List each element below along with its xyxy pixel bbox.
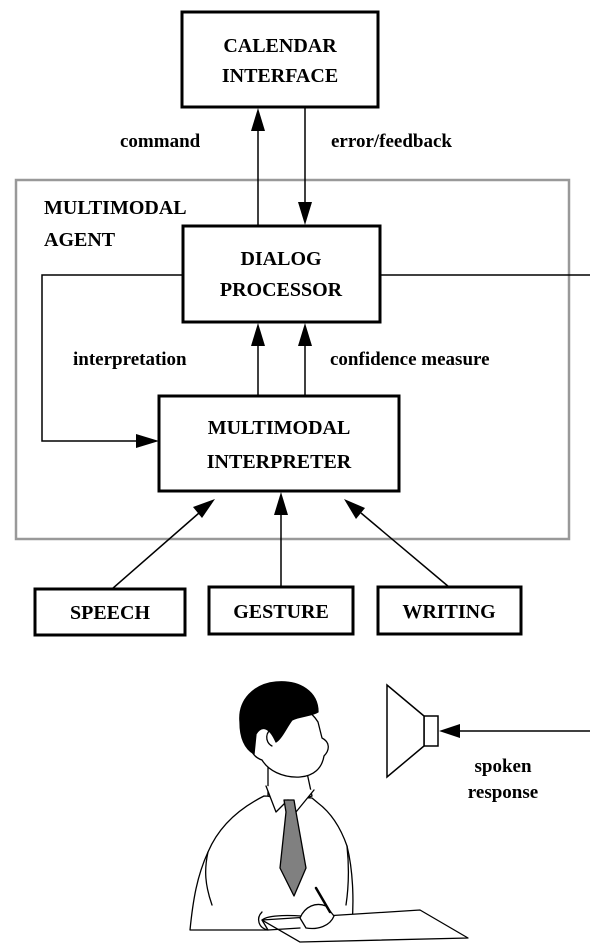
- speaker-icon: [386, 683, 439, 779]
- interpretation-arrow-head: [251, 323, 265, 346]
- writing-arrow-head: [344, 499, 365, 519]
- speech-box: [33, 587, 187, 637]
- feedback-label: error/feedback: [331, 131, 452, 152]
- interpreter-label-line1: MULTIMODAL: [208, 417, 351, 439]
- gesture-arrow-head: [274, 492, 288, 515]
- dialog-label-line2: PROCESSOR: [220, 279, 343, 301]
- writing-box: [376, 585, 523, 636]
- interpretation-label: interpretation: [73, 349, 187, 370]
- hair: [239, 681, 319, 755]
- command-arrow-head: [251, 108, 265, 131]
- feedback-arrow-head: [298, 202, 312, 225]
- multimodal-interpreter-box: [157, 394, 401, 493]
- writing-label: WRITING: [402, 601, 496, 623]
- agent-label-line2: AGENT: [44, 229, 116, 251]
- gesture-label: GESTURE: [233, 601, 329, 623]
- spoken-label: spoken: [474, 756, 531, 777]
- gesture-box: [207, 585, 355, 636]
- agent-label-line1: MULTIMODAL: [44, 197, 187, 219]
- speech-arrow-head: [193, 499, 215, 518]
- hand: [299, 903, 335, 930]
- shirt-outline: [189, 795, 354, 931]
- calendar-label-line2: INTERFACE: [222, 65, 338, 87]
- speech-arrow-line: [111, 512, 200, 590]
- loop-arrow-head: [136, 434, 159, 448]
- calendar-interface-box: [180, 10, 380, 109]
- command-label: command: [120, 131, 201, 152]
- dialog-processor-box: [181, 224, 382, 324]
- calendar-label-line1: CALENDAR: [223, 35, 337, 57]
- pen: [314, 886, 332, 914]
- writing-arrow-line: [360, 512, 450, 588]
- spoken-response-arrow-head: [439, 724, 460, 738]
- person-illustration: [189, 681, 469, 943]
- dialog-to-interpreter-loop: [41, 274, 183, 442]
- multimodal-agent-frame: [14, 178, 571, 541]
- speech-label: SPEECH: [70, 602, 150, 624]
- dialog-label-line1: DIALOG: [240, 248, 322, 270]
- tie: [279, 799, 307, 897]
- confidence-label: confidence measure: [330, 349, 490, 370]
- confidence-arrow-head: [298, 323, 312, 346]
- interpreter-label-line2: INTERPRETER: [207, 451, 352, 473]
- response-label: response: [468, 782, 538, 803]
